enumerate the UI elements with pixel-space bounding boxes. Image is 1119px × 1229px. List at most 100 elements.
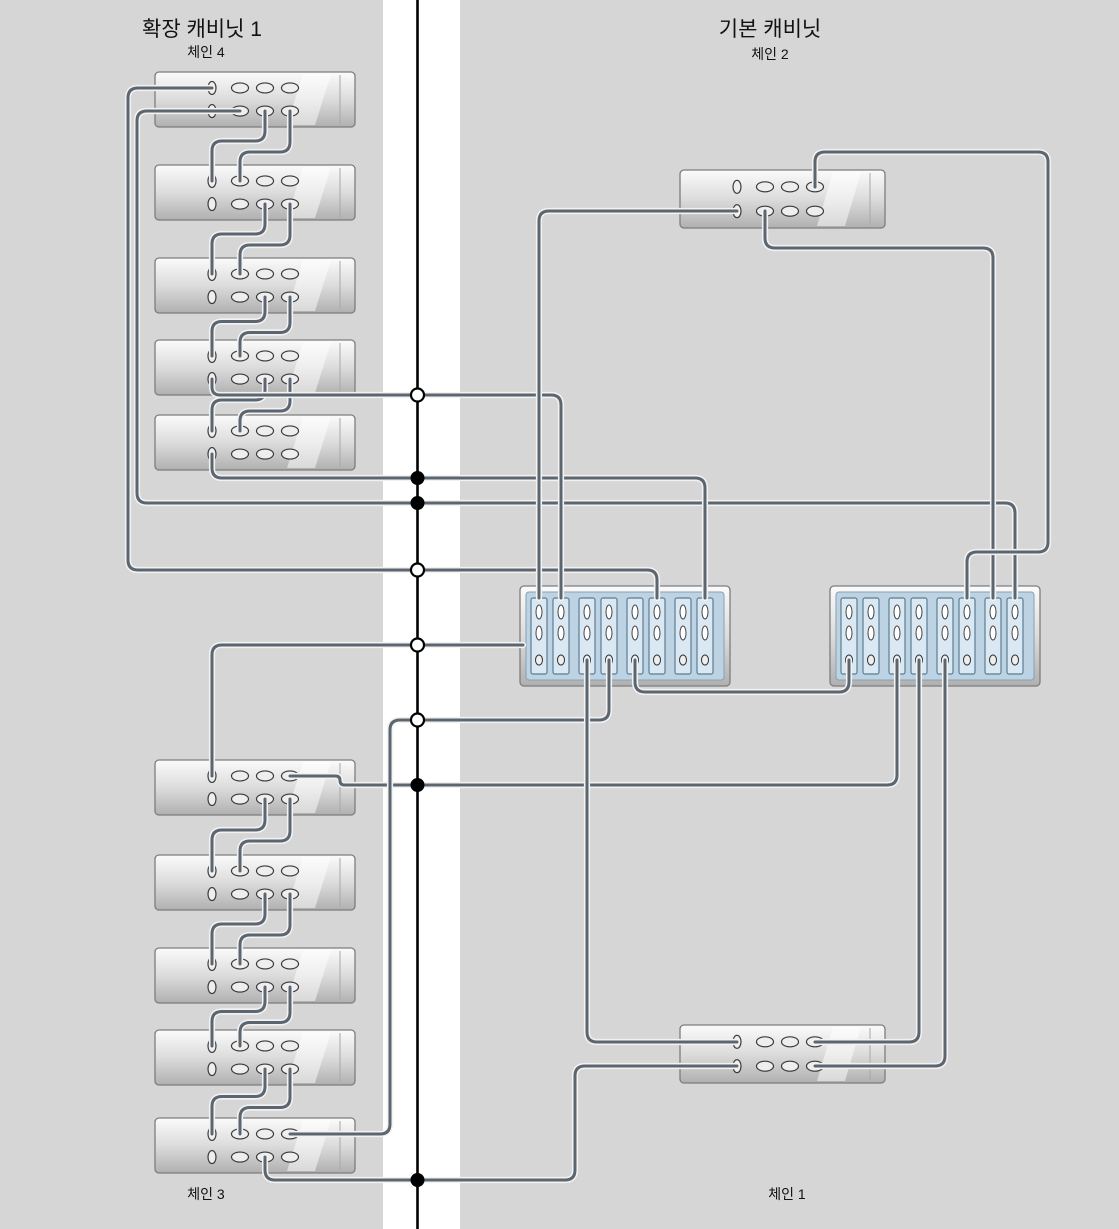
right-cabinet-title: 기본 캐비닛 — [719, 18, 821, 41]
sas-port — [280, 1040, 300, 1052]
chain2-label: 체인 2 — [751, 46, 789, 62]
sas-port — [207, 1061, 217, 1077]
sas-port — [207, 886, 217, 902]
disk-shelf — [154, 164, 356, 221]
disk-shelf — [679, 169, 886, 229]
hba-port — [845, 604, 853, 620]
sas-cable — [236, 107, 294, 185]
sas-cable — [236, 375, 294, 435]
sas-cable — [535, 207, 741, 602]
sas-port — [230, 448, 250, 460]
sas-port — [255, 268, 275, 280]
hba-port — [605, 604, 613, 620]
sas-cable — [761, 207, 997, 602]
chain4-label: 체인 4 — [187, 44, 225, 60]
cable-junction-open — [409, 562, 426, 578]
hba-port — [845, 625, 853, 641]
sas-port — [255, 958, 275, 970]
hba-port — [915, 604, 923, 620]
sas-port — [732, 179, 742, 194]
sas-cable — [236, 983, 294, 1050]
hba-port — [557, 604, 565, 620]
hba-port — [631, 604, 639, 620]
hba-port — [557, 625, 565, 641]
sas-cable — [236, 200, 294, 278]
sas-port — [207, 1149, 217, 1165]
sas-port — [780, 1060, 800, 1072]
junctions-layer — [409, 387, 426, 1187]
sas-cable — [208, 200, 269, 278]
sas-port — [780, 205, 800, 217]
hba-port — [679, 625, 687, 641]
hba-port — [893, 625, 901, 641]
sas-port — [280, 1151, 300, 1163]
sas-port — [255, 350, 275, 362]
sas-cable — [631, 656, 853, 696]
disk-shelf — [154, 759, 356, 816]
hba-port — [535, 654, 543, 666]
sas-port — [230, 770, 250, 782]
sas-cable — [208, 1065, 269, 1138]
sas-port — [230, 981, 250, 993]
sas-port — [755, 181, 775, 193]
sas-port — [230, 82, 250, 94]
sas-port — [207, 979, 217, 995]
hba-port — [535, 604, 543, 620]
hba-port — [941, 625, 949, 641]
sas-port — [280, 350, 300, 362]
sas-port — [230, 1063, 250, 1075]
hba-port — [989, 654, 997, 666]
sas-cable — [811, 148, 1052, 602]
disk-shelf — [154, 257, 356, 314]
sas-cable — [286, 656, 901, 789]
sas-cable — [133, 107, 1019, 602]
hba-port — [963, 604, 971, 620]
sas-port — [780, 181, 800, 193]
sas-port — [780, 1036, 800, 1048]
sas-cable — [583, 656, 741, 1046]
sas-port — [207, 791, 217, 807]
sas-port — [230, 373, 250, 385]
hba-port — [915, 625, 923, 641]
hba-port — [653, 625, 661, 641]
disk-shelf — [154, 71, 356, 128]
sas-cable — [124, 84, 661, 602]
hba-port — [893, 604, 901, 620]
sas-port — [255, 448, 275, 460]
controller — [829, 585, 1041, 687]
sas-cable — [236, 890, 294, 968]
disk-shelf — [154, 854, 356, 911]
sas-cable — [236, 1065, 294, 1138]
controller — [519, 585, 731, 687]
hba-port — [867, 625, 875, 641]
sas-cable — [208, 450, 709, 602]
sas-port — [255, 1040, 275, 1052]
hba-port — [989, 625, 997, 641]
hba-port — [701, 604, 709, 620]
hba-port — [631, 625, 639, 641]
hba-port — [653, 604, 661, 620]
sas-cable — [236, 795, 294, 875]
sas-port — [755, 1060, 775, 1072]
sas-port — [280, 425, 300, 437]
sas-cable — [208, 641, 527, 780]
sas-port — [280, 268, 300, 280]
sas-port — [230, 888, 250, 900]
hba-port — [583, 604, 591, 620]
sas-port — [755, 1036, 775, 1048]
sas-port — [207, 289, 217, 305]
labels-layer: 확장 캐비닛 1 체인 4 기본 캐비닛 체인 2 체인 3 체인 1 — [142, 18, 821, 1202]
disk-shelf — [154, 1029, 356, 1086]
disk-shelf — [154, 414, 356, 471]
sas-port — [207, 196, 217, 212]
sas-cable — [811, 656, 949, 1070]
cable-junction-open — [409, 387, 426, 403]
hba-port — [867, 604, 875, 620]
hba-port — [605, 625, 613, 641]
hba-port — [989, 604, 997, 620]
sas-port — [255, 82, 275, 94]
hba-port — [557, 654, 565, 666]
sas-cable — [208, 795, 269, 875]
sas-port — [230, 198, 250, 210]
